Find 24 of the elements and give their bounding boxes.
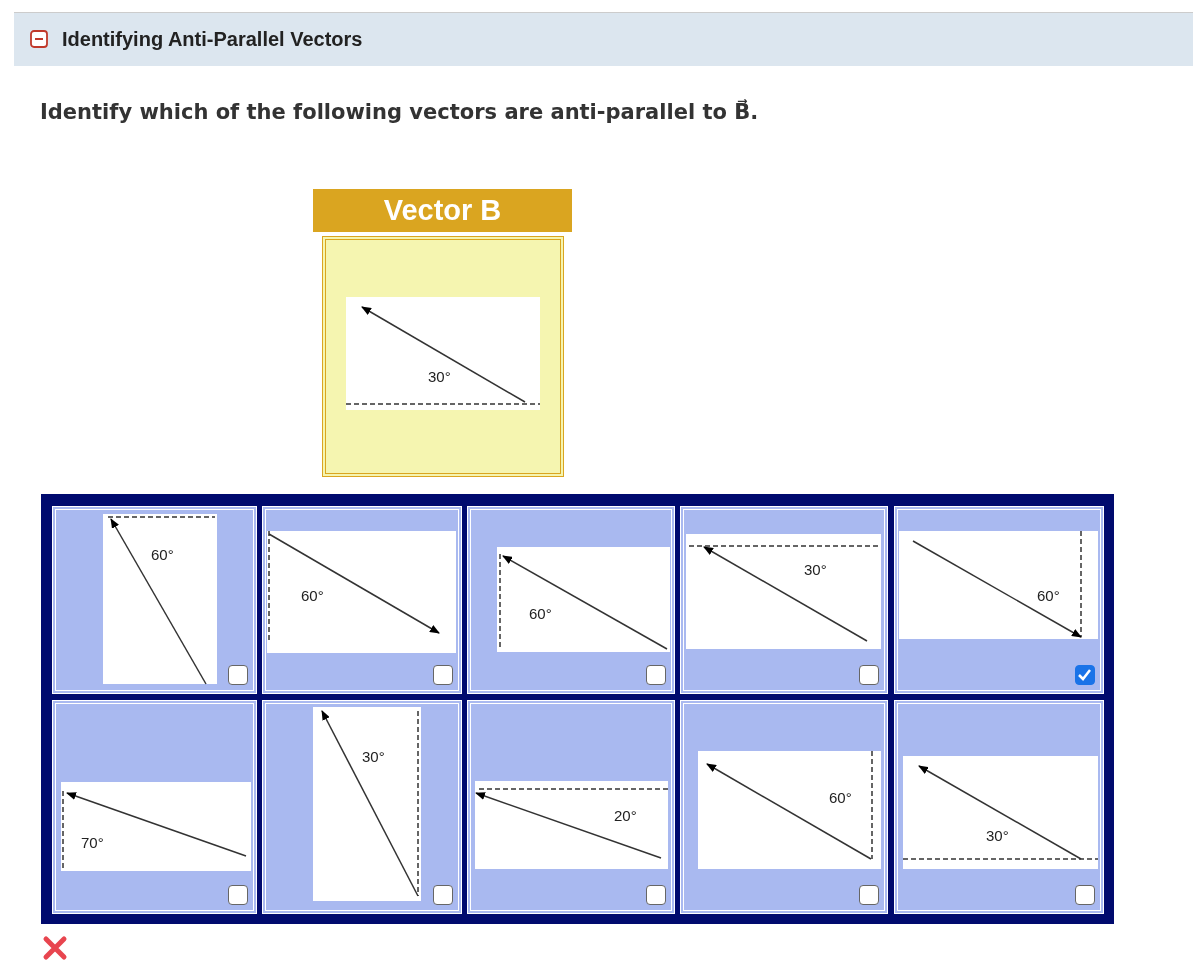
question-text: Identify which of the following vectors are anti-parallel to B⃗. (40, 100, 759, 124)
angle-label: 30° (986, 827, 1009, 844)
answer-cell (894, 506, 1104, 694)
section-title: Identifying Anti-Parallel Vectors (62, 28, 363, 51)
angle-label: 60° (829, 789, 852, 806)
angle-label: 60° (151, 546, 174, 563)
answer-cell (680, 700, 888, 914)
answer-cell (894, 700, 1104, 914)
angle-label: 60° (1037, 587, 1060, 604)
angle-label: 30° (428, 368, 451, 385)
panel-heading: Vector B (313, 189, 572, 232)
angle-label: 60° (529, 605, 552, 622)
answer-cell (262, 506, 462, 694)
answer-cell (262, 700, 462, 914)
answer-cell (52, 700, 257, 914)
angle-label: 20° (614, 807, 637, 824)
angle-label: 30° (804, 561, 827, 578)
answer-cell (680, 506, 888, 694)
angle-label: 60° (301, 587, 324, 604)
answer-cell (467, 700, 675, 914)
answer-cell (52, 506, 257, 694)
angle-label: 70° (81, 834, 104, 851)
angle-label: 30° (362, 748, 385, 765)
answer-cell (467, 506, 675, 694)
